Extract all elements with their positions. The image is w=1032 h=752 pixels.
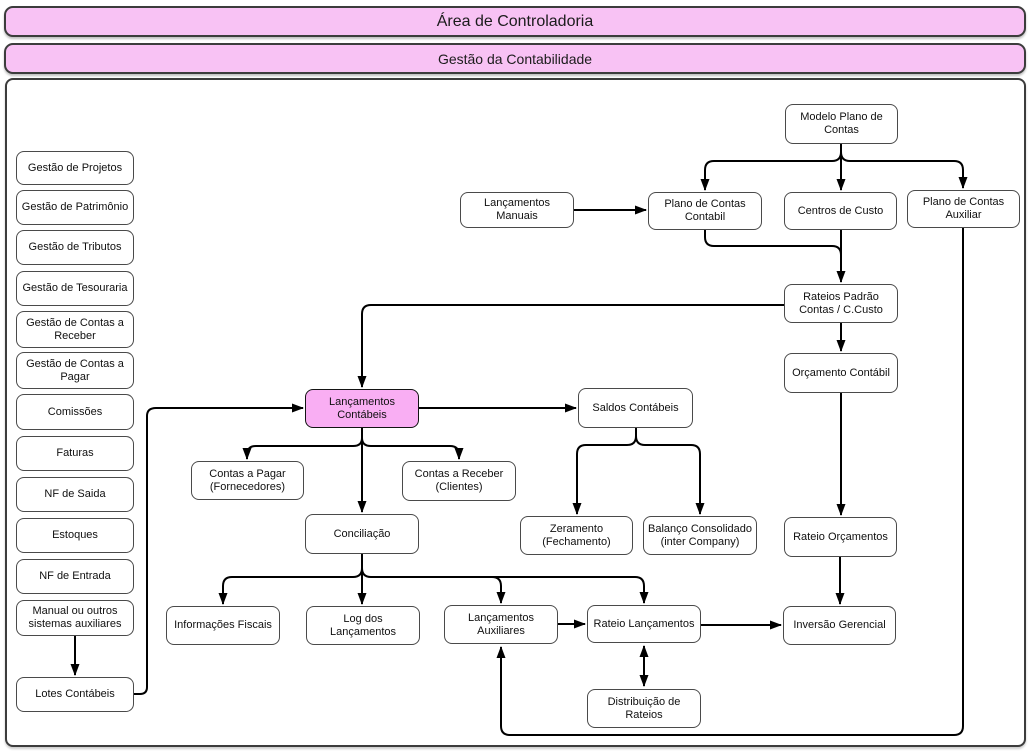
node-zeramento: Zeramento (Fechamento) bbox=[520, 516, 633, 555]
node-conciliacao: Conciliação bbox=[305, 514, 419, 554]
node-contas-pagar: Contas a Pagar (Fornecedores) bbox=[191, 461, 304, 500]
node-nf-saida: NF de Saida bbox=[16, 477, 134, 512]
node-lotes-contabeis: Lotes Contábeis bbox=[16, 677, 134, 712]
page-subtitle: Gestão da Contabilidade bbox=[4, 43, 1026, 74]
node-gestao-tributos: Gestão de Tributos bbox=[16, 230, 134, 265]
node-balanco-consolidado: Balanço Consolidado (inter Company) bbox=[643, 516, 757, 555]
node-nf-entrada: NF de Entrada bbox=[16, 559, 134, 594]
node-manual-outros: Manual ou outros sistemas auxiliares bbox=[16, 600, 134, 636]
node-contas-receber: Contas a Receber (Clientes) bbox=[402, 461, 516, 501]
node-rateio-lancamentos: Rateio Lançamentos bbox=[587, 605, 701, 643]
node-plano-contas-contabil: Plano de Contas Contabil bbox=[648, 192, 762, 230]
node-gestao-patrimonio: Gestão de Patrimônio bbox=[16, 190, 134, 225]
node-inversao-gerencial: Inversão Gerencial bbox=[783, 606, 896, 645]
node-centros-custo: Centros de Custo bbox=[784, 192, 897, 230]
node-lancamentos-manuais: Lançamentos Manuais bbox=[460, 192, 574, 228]
node-gestao-contas-pagar: Gestão de Contas a Pagar bbox=[16, 352, 134, 389]
node-rateio-orcamentos: Rateio Orçamentos bbox=[784, 517, 897, 557]
node-rateios-padrao: Rateios Padrão Contas / C.Custo bbox=[784, 284, 898, 323]
node-lancamentos-contabeis: Lançamentos Contábeis bbox=[305, 389, 419, 428]
node-informacoes-fiscais: Informações Fiscais bbox=[166, 606, 280, 645]
diagram-canvas bbox=[5, 78, 1026, 747]
node-estoques: Estoques bbox=[16, 518, 134, 553]
node-lancamentos-auxiliares: Lançamentos Auxiliares bbox=[444, 605, 558, 644]
node-gestao-projetos: Gestão de Projetos bbox=[16, 151, 134, 185]
node-log-lancamentos: Log dos Lançamentos bbox=[306, 606, 420, 645]
node-saldos-contabeis: Saldos Contábeis bbox=[578, 388, 693, 428]
node-faturas: Faturas bbox=[16, 436, 134, 471]
node-gestao-contas-receber: Gestão de Contas a Receber bbox=[16, 311, 134, 348]
node-modelo-plano-contas: Modelo Plano de Contas bbox=[785, 104, 898, 144]
node-comissoes: Comissões bbox=[16, 394, 134, 430]
page-title: Área de Controladoria bbox=[4, 6, 1026, 37]
node-gestao-tesouraria: Gestão de Tesouraria bbox=[16, 271, 134, 306]
node-orcamento-contabil: Orçamento Contábil bbox=[784, 353, 898, 393]
node-plano-contas-auxiliar: Plano de Contas Auxiliar bbox=[907, 190, 1020, 228]
node-distribuicao-rateios: Distribuição de Rateios bbox=[587, 689, 701, 728]
